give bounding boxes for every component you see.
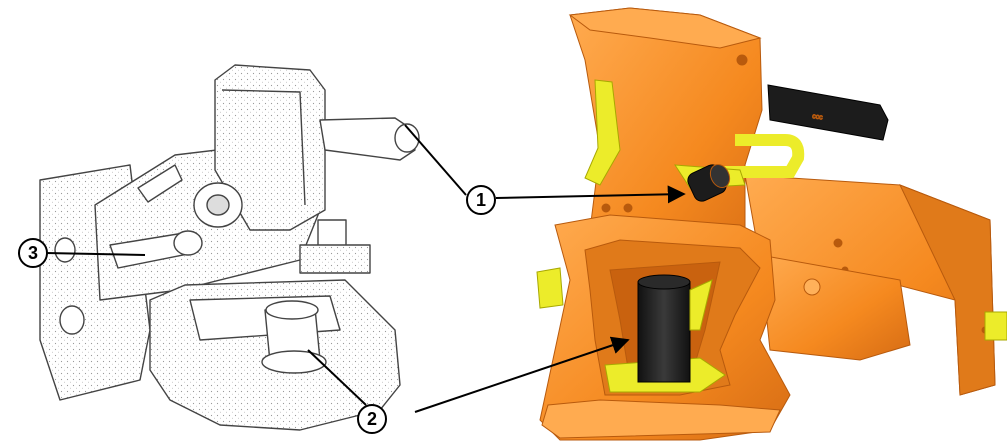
yellow-lever — [584, 79, 621, 186]
leader-1-drawing — [404, 124, 467, 196]
callout-3: 3 — [18, 238, 48, 268]
callout-leaders — [45, 124, 686, 413]
drawing-spring — [137, 164, 183, 203]
black-handle — [767, 84, 889, 141]
callout-2-label: 2 — [367, 409, 377, 429]
leader-2-drawing — [307, 349, 367, 406]
leader-1-arrow — [495, 185, 686, 204]
callout-3-label: 3 — [28, 243, 38, 263]
plate-hole-upper — [54, 237, 76, 263]
yellow-u-bracket — [720, 134, 805, 178]
coupling-pin — [637, 281, 691, 383]
handle-marking: ccc — [812, 113, 824, 121]
side-bolt — [984, 311, 1007, 341]
callout-2: 2 — [357, 404, 387, 434]
left-bolt — [536, 267, 564, 309]
leader-3-drawing — [45, 252, 146, 256]
leader-2-arrow — [414, 336, 630, 413]
orange-hitch-model: ccc — [536, 7, 1007, 441]
callout-1: 1 — [466, 185, 496, 215]
black-knob — [687, 163, 731, 202]
callout-1-label: 1 — [476, 190, 486, 210]
line-drawing-hitch — [39, 64, 420, 431]
drawing-handle-1 — [319, 117, 416, 161]
plate-hole-lower — [59, 305, 85, 335]
